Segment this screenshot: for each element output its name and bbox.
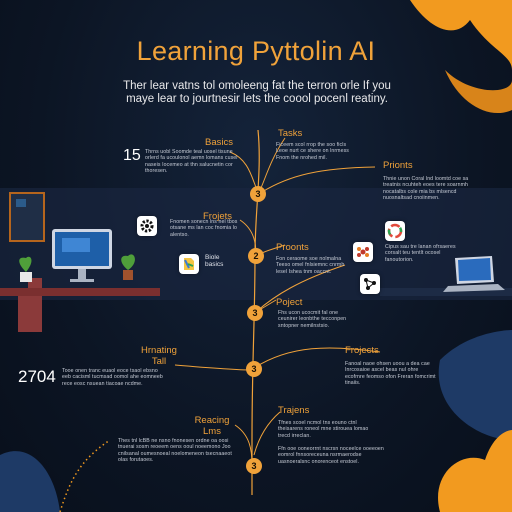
step-circle-2: 2: [248, 248, 264, 264]
gear-icon: [137, 216, 157, 236]
label-tasks: Tasks: [278, 128, 303, 139]
label-poject: Poject: [276, 297, 303, 308]
circle-logo-icon: [385, 221, 405, 241]
desc-frojects-right: Fanoal naoe ohsen uoou a dea cae Inrcosa…: [345, 361, 436, 387]
window-frame: [9, 192, 45, 242]
window-pane: [16, 199, 26, 207]
plant-icon: [19, 254, 135, 282]
dotted-arc: [59, 439, 111, 512]
label-reacing: Reacing Lms: [194, 415, 230, 437]
number-left-bottom: 2704: [18, 367, 56, 386]
desk-left: [0, 288, 160, 296]
desc-poject: Fhs ucon ucocmit fal one ceunirer leonbt…: [278, 310, 347, 329]
label-prionts-right: Prionts: [383, 160, 413, 171]
desk-right: [380, 288, 512, 296]
label-proonts-center: Proonts: [276, 242, 309, 253]
desc-prionts-right: Thnie unon Coral lnd loomtd coe sa treat…: [383, 176, 469, 202]
step-circle-5: 3: [246, 458, 262, 474]
desc-reacing: Thes tnl lcBB ne nsno fnonesen ordne oa …: [118, 438, 232, 464]
desc-proonts-center: Fon ceraome soe nolmalna Teeso omel fnls…: [276, 256, 345, 275]
number-left-top: 15: [123, 147, 141, 164]
desc-traiens-b: Ffn ooe ooneorrnt nscrsn noceelce ooeeoe…: [278, 446, 384, 465]
desc-traiens: Tfnes scoel ncmol tns eouno ctnl theisar…: [278, 420, 369, 439]
step-circle-4: 3: [246, 361, 262, 377]
label-basics: Basics: [205, 137, 233, 148]
desc-basics: Thrns uobl Soomde teal uosel tisune orle…: [145, 149, 238, 175]
desc-tasks: Ficeem scol rrop the soo ficls Leoe nurt…: [276, 142, 349, 161]
desc-hrnating: Tooe onen tranc euaol eoce tsaol ebsno e…: [62, 368, 163, 387]
desk-drawer: [18, 296, 42, 332]
desk-box: [28, 278, 42, 288]
document-icon: [179, 254, 199, 274]
step-circle-3: 3: [247, 305, 263, 321]
page-subtitle: Ther lear vatns tol omoleeng fat the ter…: [123, 80, 391, 105]
laptop-icon: [443, 256, 505, 292]
step-circle-1: 3: [250, 186, 266, 202]
blue-blob-right: [438, 330, 512, 440]
desc-right-icons: Cipus sau tre lanan ofrsaeres corsalt te…: [385, 244, 456, 263]
graph-icon: [360, 274, 380, 294]
label-frojets: Frojets: [203, 211, 233, 222]
label-hrnating: Hrnating Tall: [141, 345, 177, 367]
monitor-icon: [52, 229, 112, 282]
orange-blob-top-b: [445, 70, 512, 114]
timeline-branches: [174, 137, 381, 466]
blue-blob-left: [0, 451, 60, 512]
page-title: Learning Pyttolin AI: [136, 36, 376, 66]
desc-frojets: Fnomen sonecn lns nel tbos otsane ms lan…: [170, 219, 238, 238]
label-traiens: Trajens: [278, 405, 310, 416]
label-biole-basics: Biole basics: [205, 254, 224, 268]
orange-cloud-bottom: [438, 430, 512, 512]
cluster-icon: [353, 242, 373, 262]
label-frojects-right: Frojects: [345, 345, 379, 356]
orange-blob-top: [410, 0, 512, 70]
